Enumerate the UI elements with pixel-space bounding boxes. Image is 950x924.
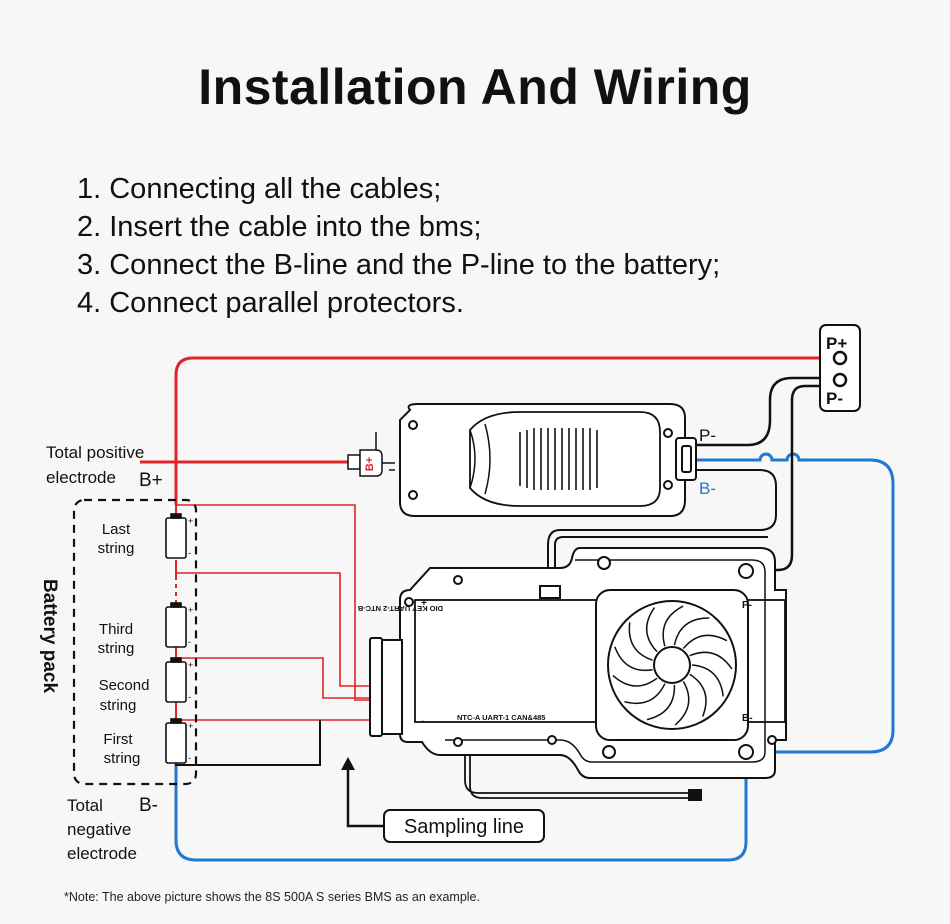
cell-first [165,718,187,764]
fan-blade [673,617,710,646]
p-minus-wire-2 [760,384,828,572]
sampling-wire-3 [176,657,375,699]
svg-text:+: + [188,605,193,615]
step-2: 2. Insert the cable into the bms; [77,211,482,243]
step-4: 4. Connect parallel protectors. [77,287,464,319]
fan-blade [645,607,658,653]
sampling-wire-2 [176,572,375,687]
cell-second [165,657,187,703]
svg-text:-: - [188,548,191,558]
step-3: 3. Connect the B-line and the P-line to … [77,249,721,281]
blue-wires [174,452,895,862]
electrode-label-2: electrode [67,844,137,863]
svg-text:-: - [188,637,191,647]
svg-text:-: - [188,753,191,763]
svg-text:+: + [188,516,193,526]
fan-blade [614,646,653,672]
negative-label: negative [67,820,131,839]
last-label: Last [102,521,131,538]
red-wires [140,356,830,722]
fan-blade [691,664,724,697]
cell-last [165,513,187,559]
bplus-tag: B+ [364,457,376,471]
b-minus-label: B- [139,795,158,816]
fan-blade [662,605,684,647]
fan-blade [689,673,707,717]
b-minus-return [697,452,895,754]
step-1: 1. Connecting all the cables; [77,173,442,205]
p-plus-wire [174,356,830,505]
protector-b-minus-label: B- [699,479,716,498]
footnote: *Note: The above picture shows the 8S 50… [64,890,480,904]
board-b-minus: B- [742,713,753,724]
output-terminal-block [819,324,861,412]
arrow-up-icon [341,757,355,770]
string-label-third: string [98,640,135,657]
p-plus-label: P+ [826,334,847,353]
total-positive-label: Total positive [46,443,144,462]
fan-blade [689,651,733,670]
battery-cells [165,513,187,764]
black-wires [175,376,830,799]
bplus-connector [347,432,395,477]
board-p-minus: P- [742,600,752,611]
sampling-wire-1 [176,504,375,701]
protector-fins [519,428,598,490]
svg-text:+: + [188,721,193,731]
string-label-last: string [98,540,135,557]
battery-pack-label: Battery pack [39,579,60,693]
p-minus-wire-1 [697,376,830,447]
sampling-connector [369,585,561,737]
port-labels-bottom: NTC-A UART-1 CAN&485 [457,713,545,722]
string-label-second: string [100,697,137,714]
fan-blade [612,674,658,687]
p-minus-terminal [832,372,848,388]
electrode-label: electrode [46,468,116,487]
fan-blade [682,634,728,649]
board-minus: - [421,716,424,727]
first-label: First [103,731,133,748]
b-minus-wire [174,752,748,862]
svg-text:+: + [188,660,193,670]
fan-blade [674,681,690,726]
board-plus: + [421,598,427,609]
fan-blade [624,683,666,705]
p-plus-terminal [832,350,848,366]
fan-blade [646,684,676,721]
cell-third [165,602,187,648]
instruction-list: 1. Connecting all the cables; 2. Insert … [77,170,720,322]
parallel-protector [399,403,697,517]
fan-blade [628,622,653,661]
cooling-fan [595,589,749,741]
b-plus-label: B+ [139,470,163,491]
page-title: Installation And Wiring [198,59,752,115]
sampling-black [175,720,321,766]
string-label-first: string [104,750,141,767]
second-label: Second [99,677,150,694]
port-labels-top: DIO KEY UART-2 NTC-B [357,604,443,613]
third-label: Third [99,621,133,638]
battery-pack-box [72,498,198,786]
p-minus-label: P- [826,389,843,408]
total-label: Total [67,796,103,815]
protector-p-minus-label: P- [699,426,716,445]
sampling-line-label: Sampling line [404,816,524,838]
svg-text:-: - [188,692,191,702]
sampling-line-callout: Sampling line [341,757,545,843]
